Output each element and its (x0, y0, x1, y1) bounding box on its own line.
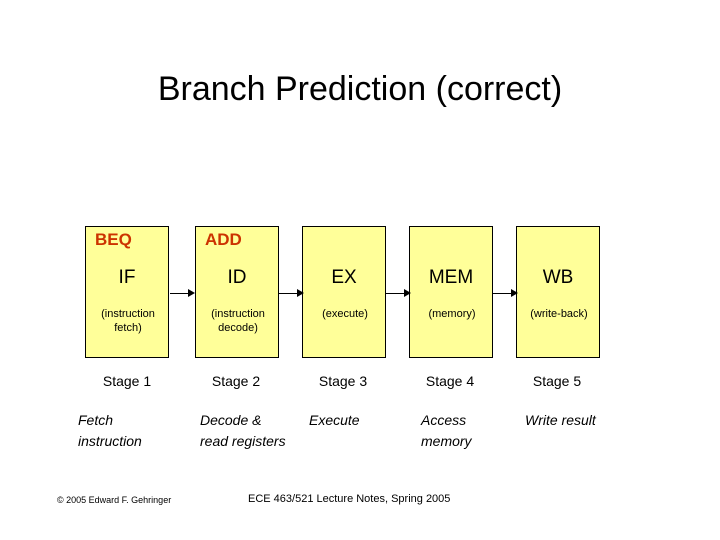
stage-action-1: Fetch instruction (78, 412, 142, 449)
stage-number-3: Stage 3 (318, 373, 368, 389)
arrow-shaft (386, 293, 405, 294)
arrow-shaft (279, 293, 298, 294)
pipeline-stage-box-1[interactable]: BEQ IF (instruction fetch) (85, 226, 169, 358)
arrow-head (297, 289, 304, 297)
stage-number-5: Stage 5 (532, 373, 582, 389)
pipeline-stage-box-3[interactable]: EX (execute) (302, 226, 386, 358)
stage-action-5: Write result (525, 412, 596, 428)
arrow-head (188, 289, 195, 297)
stage-number-4: Stage 4 (425, 373, 475, 389)
arrow-shaft (493, 293, 512, 294)
stage-description-3: (execute) (322, 308, 368, 320)
arrow-head (511, 289, 518, 297)
right-arrow-icon-3 (386, 289, 411, 298)
instruction-label-2: ADD (205, 230, 242, 249)
stage-abbr-5: WB (542, 267, 574, 288)
arrow-head (404, 289, 411, 297)
right-arrow-icon-2 (279, 289, 304, 298)
instruction-label-1: BEQ (95, 230, 132, 249)
stage-action-2: Decode & read registers (200, 412, 286, 449)
stage-abbr-1: IF (118, 267, 136, 288)
stage-number-2: Stage 2 (211, 373, 261, 389)
stage-description-5: (write-back) (530, 308, 588, 320)
stage-abbr-3: EX (331, 267, 357, 288)
stage-action-4: Access memory (421, 412, 472, 449)
footer-copyright: © 2005 Edward F. Gehringer (57, 495, 172, 505)
stage-description-1: (instruction fetch) (101, 308, 155, 334)
page-title: Branch Prediction (correct) (157, 70, 563, 108)
stage-action-3: Execute (309, 412, 360, 428)
stage-number-1: Stage 1 (102, 373, 152, 389)
pipeline-stage-box-4[interactable]: MEM (memory) (409, 226, 493, 358)
pipeline-stage-box-5[interactable]: WB (write-back) (516, 226, 600, 358)
arrow-shaft (170, 293, 189, 294)
footer-course-label: ECE 463/521 Lecture Notes, Spring 2005 (248, 493, 451, 505)
pipeline-stage-box-2[interactable]: ADD ID (instruction decode) (195, 226, 279, 358)
stage-abbr-2: ID (227, 267, 247, 288)
stage-description-4: (memory) (428, 308, 476, 320)
stage-description-2: (instruction decode) (211, 308, 265, 334)
stage-abbr-4: MEM (428, 267, 474, 288)
right-arrow-icon-4 (493, 289, 518, 298)
right-arrow-icon-1 (170, 289, 195, 298)
